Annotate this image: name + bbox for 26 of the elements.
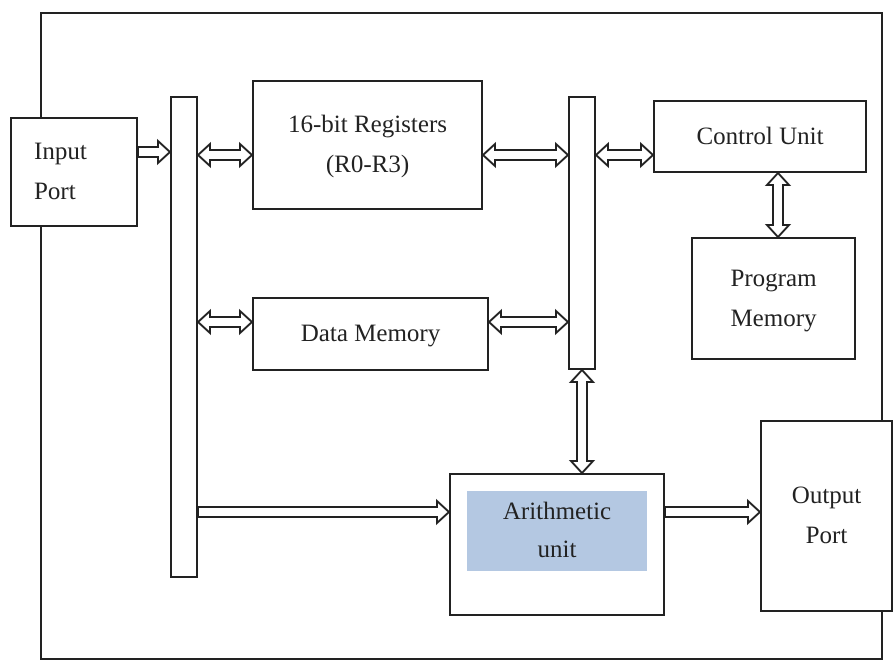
block-label: Output Port	[790, 481, 862, 551]
block-label: Input Port	[34, 137, 88, 207]
block-label: Data Memory	[300, 319, 442, 349]
bus-bar	[568, 96, 596, 370]
block-arrow	[568, 368, 596, 474]
block-arrow	[137, 138, 172, 166]
block-arrow	[594, 142, 654, 168]
block-box	[10, 117, 138, 227]
block-box	[252, 297, 489, 371]
block-arrow	[664, 498, 762, 526]
block-arrow	[764, 172, 792, 238]
block-arrow	[196, 142, 254, 168]
block-box	[653, 100, 867, 173]
block-arrow	[482, 142, 570, 168]
highlighted-label: Arithmetic unit	[467, 491, 647, 571]
block-label: Control Unit	[695, 122, 825, 152]
block-box	[691, 237, 856, 360]
block-arrow	[196, 308, 254, 336]
block-box	[449, 473, 665, 616]
block-box	[760, 420, 893, 612]
block-box	[252, 80, 483, 210]
block-arrow	[488, 308, 570, 336]
bus-bar	[170, 96, 198, 578]
block-label: Program Memory	[729, 264, 818, 334]
block-arrow	[197, 498, 450, 526]
block-label: 16-bit Registers (R0-R3)	[286, 110, 448, 180]
